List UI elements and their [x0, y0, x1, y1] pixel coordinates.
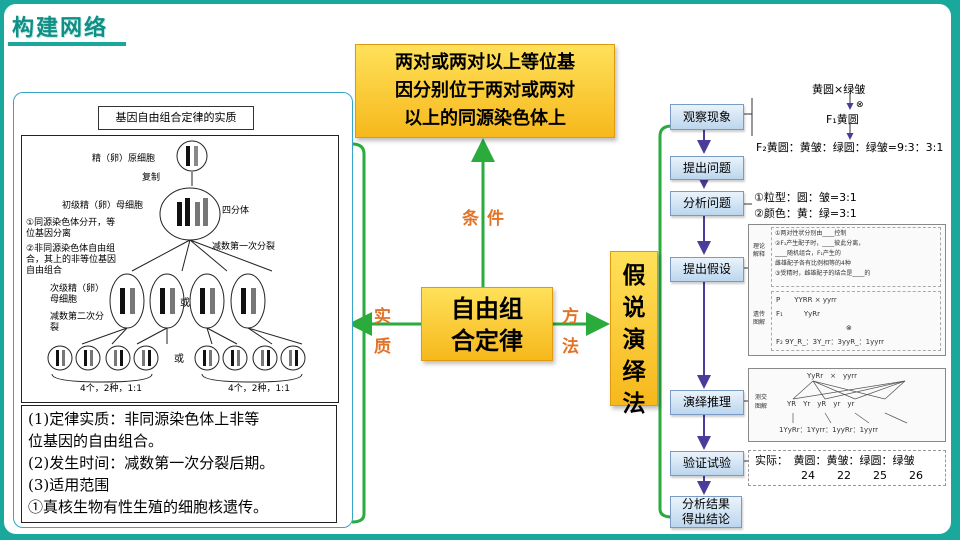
- note-line-5: ①真核生物有性生殖的细胞核遗传。: [28, 498, 269, 516]
- secondary-label: 次级精（卵）母细胞: [50, 284, 105, 305]
- law-line-2: 合定律: [451, 326, 523, 355]
- verification-box: 实际： 黄圆：黄皱：绿圆：绿皱 24 22 25 26: [748, 450, 946, 486]
- note-line-1: (1)定律实质：非同源染色体上非等: [28, 410, 260, 428]
- deduction-figure: 测交图解 YyRr × yyrr YR Yr yR yr yr 1YyRr：1Y…: [748, 368, 946, 442]
- law-box: 自由组 合定律: [421, 287, 553, 361]
- connector-lines: [348, 94, 854, 524]
- essence-label-2: 质: [374, 337, 391, 357]
- method-box: 假 说 演 绎 法: [610, 251, 658, 417]
- essence-label-1: 实: [374, 307, 391, 327]
- publisher-logo: 高中生物 教学课件: [912, 501, 951, 533]
- step-deduction: 演绎推理: [670, 390, 744, 415]
- step-hypothesis: 提出假设: [670, 257, 744, 282]
- hypothesis-f1: F₁ YyRr: [776, 310, 820, 318]
- method-char-4: 绎: [622, 358, 646, 385]
- hypothesis-self-cross-icon: ⊗: [846, 324, 852, 332]
- deduction-side: 测交图解: [755, 394, 768, 410]
- method-label-2: 法: [562, 337, 579, 357]
- or-label-1: 或: [180, 298, 190, 309]
- method-char-3: 演: [622, 326, 646, 353]
- tetrad-label: 四分体: [222, 206, 250, 216]
- cell-top-label: 精（卵）原细胞: [92, 154, 156, 164]
- note-separation: ①同源染色体分开，等位基因分离: [26, 218, 116, 239]
- meiosis-diagram: 精（卵）原细胞 复制 初级精（卵）母细胞 四分体 ①同源染色体分开，等位基因分离…: [21, 135, 339, 403]
- slide-canvas: 构建网络 基因自由组合定律的实质: [4, 4, 951, 534]
- note-line-3: (2)发生时间：减数第一次分裂后期。: [28, 454, 275, 472]
- hypothesis-side-1: 理论解释: [753, 243, 766, 258]
- deduction-offspring: YR Yr yR yr yr: [787, 400, 855, 408]
- method-char-1: 假: [622, 262, 646, 289]
- verification-counts: 24 22 25 26: [801, 469, 923, 482]
- step-verify: 验证试验: [670, 451, 744, 476]
- self-cross-icon: ⊗: [856, 100, 864, 110]
- hypothesis-line-3: ____随机组合，F₁产生的: [775, 250, 841, 257]
- method-char-5: 法: [622, 390, 646, 417]
- slide-title: 构建网络: [12, 16, 109, 41]
- condition-line-2: 因分别位于两对或两对: [395, 80, 575, 101]
- testcross-lines: [792, 380, 908, 424]
- logo-line-1: 高中生物: [913, 501, 950, 511]
- analysis-line-2: ②颜色：黄：绿=3:1: [754, 207, 857, 220]
- observation-f2: F₂黄圆：黄皱：绿圆：绿皱=9:3：3:1: [756, 141, 944, 154]
- hypothesis-cross: P YYRR × yyrr: [776, 296, 837, 304]
- primary-label: 初级精（卵）母细胞: [62, 201, 144, 211]
- observation-f1: F₁黄圆: [826, 113, 859, 126]
- result-right: 4个，2种，1:1: [228, 384, 290, 394]
- condition-box: 两对或两对以上等位基 因分别位于两对或两对 以上的同源染色体上: [355, 44, 615, 138]
- hypothesis-line-4: 雌雄配子各有比例相等的4种: [775, 260, 851, 267]
- condition-line-3: 以上的同源染色体上: [404, 108, 566, 129]
- condition-label: 条件: [462, 209, 512, 229]
- or-label-2: 或: [174, 354, 184, 365]
- hypothesis-f2: F₂ 9Y_R_：3Y_rr：3yyR_：1yyrr: [776, 338, 884, 346]
- step-observe: 观察现象: [670, 104, 744, 130]
- hypothesis-line-1: ①两对性状分别由____控制: [775, 230, 847, 237]
- copy-label: 复制: [142, 173, 161, 183]
- hypothesis-theory: ①两对性状分别由____控制 ②F₁产生配子时，____彼此分离， ____随机…: [771, 227, 941, 287]
- law-notes: (1)定律实质：非同源染色体上非等 位基因的自由组合。 (2)发生时间：减数第一…: [21, 405, 337, 523]
- title-underline: [8, 42, 126, 46]
- note-free-combination: ②非同源染色体自由组合，其上的非等位基因自由组合: [26, 244, 117, 276]
- hypothesis-figure: 理论解释 遗传图解 ①两对性状分别由____控制 ②F₁产生配子时，____彼此…: [748, 224, 946, 356]
- hypothesis-diagram: P YYRR × yyrr F₁ YyRr ⊗ F₂ 9Y_R_：3Y_rr：3…: [771, 291, 941, 351]
- note-line-2: 位基因的自由组合。: [28, 432, 164, 450]
- observation-parents: 黄圆×绿皱: [812, 83, 866, 96]
- step-conclusion: 分析结果得出结论: [670, 496, 742, 528]
- verification-header: 实际： 黄圆：黄皱：绿圆：绿皱: [755, 454, 915, 467]
- method-label-1: 方: [562, 307, 579, 327]
- analysis-line-1: ①粒型：圆：皱=3:1: [754, 191, 857, 204]
- method-char-2: 说: [622, 294, 646, 321]
- essence-title: 基因自由组合定律的实质: [98, 106, 254, 130]
- hypothesis-line-2: ②F₁产生配子时，____彼此分离，: [775, 240, 865, 247]
- note-line-4: (3)适用范围: [28, 476, 110, 494]
- deduction-ratio: 1YyRr：1Yyrr：1yyRr：1yyrr: [779, 426, 878, 434]
- hypothesis-side-2: 遗传图解: [753, 311, 766, 326]
- logo-line-2: 教学课件: [913, 512, 950, 522]
- result-left: 4个，2种，1:1: [80, 384, 142, 394]
- step-analyze: 分析问题: [670, 191, 744, 216]
- meiosis-illustration: [47, 140, 306, 383]
- meiosis-1-label: 减数第一次分裂: [212, 242, 276, 252]
- step-question: 提出问题: [670, 156, 744, 180]
- hypothesis-line-5: ③受精时，雌雄配子的结合是____的: [775, 270, 871, 277]
- condition-line-1: 两对或两对以上等位基: [395, 52, 575, 73]
- law-line-1: 自由组: [451, 294, 523, 323]
- meiosis-2-label: 减数第二次分裂: [50, 312, 105, 333]
- deduction-cross: YyRr × yyrr: [807, 372, 857, 380]
